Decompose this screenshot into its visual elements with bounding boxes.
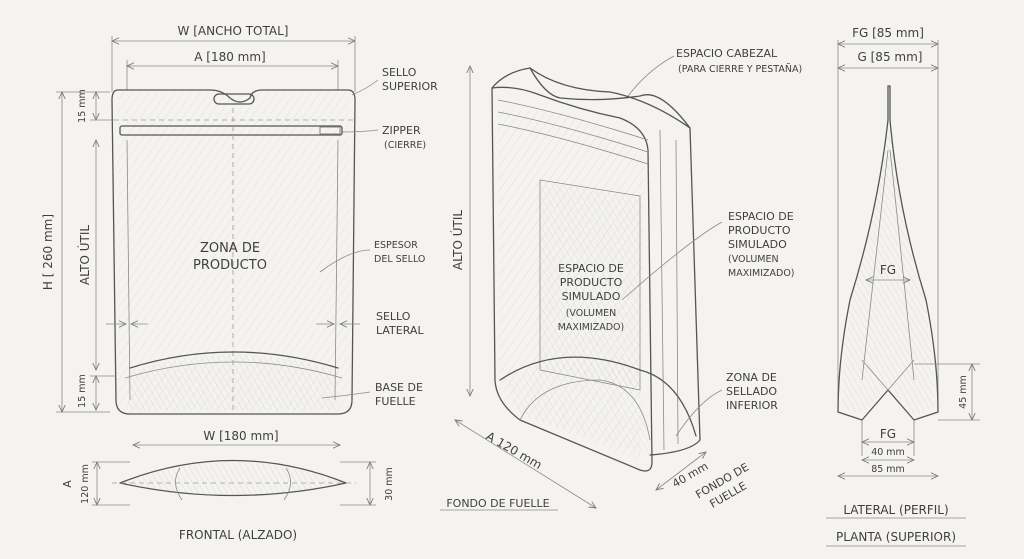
product-space-center-2: PRODUCTO <box>560 276 623 289</box>
head-space-1: ESPACIO CABEZAL <box>676 47 778 60</box>
iso-caption: FONDO DE FUELLE <box>446 497 549 510</box>
product-zone-line2: PRODUCTO <box>193 258 267 273</box>
bottom-seal-mm: 15 mm <box>77 374 88 408</box>
bottom-gusset-view: A 120 mm 30 mm FRONTAL (ALZADO) <box>61 459 395 542</box>
side-profile <box>837 85 939 421</box>
h-total-label: H [ 260 mm] <box>41 214 55 290</box>
iso-callouts: ESPACIO CABEZAL (PARA CIERRE Y PESTAÑA) … <box>558 47 802 437</box>
callout-zipper-2: (CIERRE) <box>384 140 426 151</box>
product-space-center-4: (VOLUMEN <box>566 308 617 319</box>
side-view: FG [85 mm] G [85 mm] FG FG 40 mm 85 mm 4… <box>826 26 980 547</box>
head-space-2: (PARA CIERRE Y PESTAÑA) <box>678 64 802 75</box>
iso-alto-util: ALTO ÚTIL <box>450 210 465 270</box>
bottom-w-label: W [180 mm] <box>203 429 278 443</box>
top-depth-mm: 30 mm <box>384 467 395 501</box>
bottom-seal-1: ZONA DE <box>726 371 777 384</box>
side-45mm: 45 mm <box>958 375 969 409</box>
product-space-center-5: MAXIMIZADO) <box>558 322 625 333</box>
bottom-seal-3: INFERIOR <box>726 399 778 412</box>
front-view: W [ANCHO TOTAL] A [180 mm] ZONA DE PRODU… <box>41 24 360 445</box>
callout-gusset-base-1: BASE DE <box>375 381 423 394</box>
product-space-right-4: (VOLUMEN <box>728 254 779 265</box>
top-seal-mm: 15 mm <box>77 89 88 123</box>
w-total-label: W [ANCHO TOTAL] <box>178 24 289 38</box>
side-g-85: G [85 mm] <box>858 50 923 64</box>
callout-top-seal-2: SUPERIOR <box>382 80 438 93</box>
gusset-base-curve <box>129 351 339 369</box>
product-space-right-1: ESPACIO DE <box>728 210 794 223</box>
product-space-center-3: SIMULADO <box>562 290 621 303</box>
front-callouts: SELLO SUPERIOR ZIPPER (CIERRE) ESPESOR D… <box>319 66 438 408</box>
a-width-label: A [180 mm] <box>194 50 265 64</box>
callout-seal-thickness-1: ESPESOR <box>374 240 418 251</box>
side-40mm: 40 mm <box>871 447 905 458</box>
product-space-right-2: PRODUCTO <box>728 224 791 237</box>
iso-front-panel <box>491 86 653 472</box>
product-zone-line1: ZONA DE <box>200 241 260 256</box>
hang-hole <box>213 93 255 105</box>
callout-zipper-1: ZIPPER <box>382 124 421 137</box>
callout-gusset-base-2: FUELLE <box>375 395 416 408</box>
product-space-right-5: MAXIMIZADO) <box>728 268 795 279</box>
side-fg-85: FG [85 mm] <box>852 26 924 40</box>
product-space-right-3: SIMULADO <box>728 238 787 251</box>
side-85mm: 85 mm <box>871 464 905 475</box>
side-fg-mid: FG <box>880 263 896 277</box>
side-caption-1: LATERAL (PERFIL) <box>843 503 948 517</box>
callout-seal-thickness-2: DEL SELLO <box>374 254 425 265</box>
callout-side-seal-1: SELLO <box>376 310 411 323</box>
callout-top-seal-1: SELLO <box>382 66 417 79</box>
alto-util-label: ALTO ÚTIL <box>77 225 92 285</box>
side-fg-low: FG <box>880 427 896 441</box>
zipper <box>119 125 343 136</box>
top-a-label: A <box>61 480 74 488</box>
iso-a-dim: A 120 mm <box>484 429 545 472</box>
bottom-seal-2: SELLADO <box>726 385 777 398</box>
callout-side-seal-2: LATERAL <box>376 324 424 337</box>
caption-front: FRONTAL (ALZADO) <box>179 528 297 542</box>
side-caption-2: PLANTA (SUPERIOR) <box>836 530 956 544</box>
top-a-mm: 120 mm <box>80 464 91 504</box>
product-space-center-1: ESPACIO DE <box>558 262 624 275</box>
